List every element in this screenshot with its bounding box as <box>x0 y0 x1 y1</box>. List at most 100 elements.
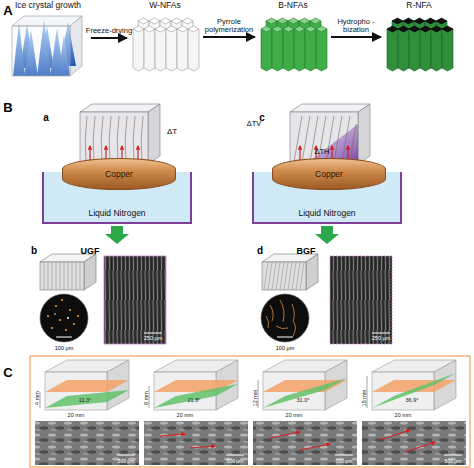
ice-crystal-box <box>12 16 82 76</box>
temperature-gradient: ΔT <box>167 128 177 136</box>
sem-micrograph <box>117 455 135 456</box>
sem-micrograph <box>444 455 462 456</box>
height-dimension: 8 mm <box>144 391 150 405</box>
temperature-gradient: ΔTH <box>314 148 329 156</box>
tilted-mold-model <box>367 360 456 410</box>
hydrophobic-aerogel-columns <box>420 26 431 71</box>
cross-section-micrograph <box>277 337 293 338</box>
tilted-mold-model <box>45 390 129 408</box>
freezing-mold <box>85 116 143 162</box>
width-dimension: 20 mm <box>68 413 85 419</box>
tilt-angle: 21.8° <box>188 398 201 404</box>
lamellar-cube <box>44 262 80 290</box>
hydrophobic-aerogel-columns <box>398 26 409 71</box>
scale-bar-label: 250 μm <box>372 336 390 342</box>
hydrophobic-aerogel-columns <box>431 26 442 71</box>
tilted-mold-model <box>258 360 347 410</box>
process-arrow <box>203 36 255 38</box>
sem-micrograph <box>362 421 466 465</box>
stage-illustration: Ice crystal growth <box>6 0 90 78</box>
longitudinal-micrograph <box>372 333 390 334</box>
sem-micrograph <box>335 455 353 456</box>
freezing-mold <box>80 112 148 164</box>
growth-mode: BGF <box>297 247 316 256</box>
lamellar-cube <box>40 262 84 290</box>
stage-illustration: W-NFAs <box>128 0 202 74</box>
height-dimension: 12 mm <box>253 390 259 407</box>
sem-micrograph <box>405 442 435 452</box>
height-dimension: 15 mm <box>362 390 368 407</box>
cross-section-micrograph <box>54 313 56 315</box>
liquid-nitrogen-bath: Liquid NitrogenCopper <box>42 172 192 224</box>
tilt-angle: 31.0° <box>297 398 310 404</box>
tilted-mold-model <box>149 360 238 410</box>
cross-section-micrograph <box>69 309 71 311</box>
green-aerogel-columns <box>316 26 327 71</box>
green-aerogel-columns <box>272 26 283 71</box>
freezing-mold <box>299 146 300 160</box>
edge-label: Freeze-drying <box>86 27 132 35</box>
scale-bar-label: 100 μm <box>276 346 294 352</box>
longitudinal-micrograph <box>104 256 166 344</box>
panel-frame <box>30 356 470 467</box>
green-aerogel-columns <box>283 26 294 71</box>
freezing-mold <box>89 146 90 160</box>
sem-micrograph <box>160 434 185 436</box>
white-aerogel-columns <box>144 26 155 71</box>
cross-section-micrograph <box>67 317 69 319</box>
green-aerogel-columns <box>305 26 316 71</box>
process-arrow <box>91 37 127 39</box>
copper-label: Copper <box>273 170 385 179</box>
panel-letter: A <box>3 4 12 17</box>
bath-label: Liquid Nitrogen <box>254 209 400 218</box>
lamellar-cube <box>84 254 96 290</box>
tilted-mold-model <box>263 378 347 408</box>
tilt-angle: 36.9° <box>406 398 419 404</box>
longitudinal-micrograph <box>330 256 392 344</box>
sem-micrograph <box>35 421 466 465</box>
copper-label: Copper <box>63 170 175 179</box>
cross-section-micrograph <box>65 329 67 331</box>
panel-letter: C <box>3 366 12 379</box>
cross-section-micrograph <box>59 319 61 321</box>
scale-bar-label: 500 μm <box>336 459 353 464</box>
cross-section-micrograph <box>47 315 49 317</box>
longitudinal-micrograph <box>330 256 392 344</box>
hydrophobic-aerogel-columns <box>442 26 453 71</box>
edge-label: Pyrrole polymerization <box>198 18 260 35</box>
process-arrow <box>105 226 339 244</box>
panel-frame <box>30 356 470 467</box>
panel-letter: B <box>3 101 12 114</box>
longitudinal-micrograph <box>104 256 166 344</box>
freezing-mold <box>80 104 160 164</box>
cross-section-micrograph <box>261 294 309 342</box>
sem-micrograph <box>270 432 300 438</box>
tilted-mold-model <box>372 373 456 408</box>
scale-bar-label: 500 μm <box>118 459 135 464</box>
tilted-mold-model <box>40 360 129 410</box>
scale-bar-label: 250 μm <box>144 336 162 342</box>
lamellar-cube <box>40 254 96 290</box>
cross-section-micrograph <box>73 323 75 325</box>
white-aerogel-columns <box>188 26 199 71</box>
hydrophobic-aerogel-columns <box>387 26 398 71</box>
tilted-mold-model <box>154 384 238 408</box>
stage-heading: B-NFAs <box>256 1 330 10</box>
green-aerogel-columns <box>261 26 272 71</box>
cross-section-micrograph <box>55 305 57 307</box>
lamellar-cube <box>306 254 318 290</box>
freezing-mold <box>290 104 370 164</box>
process-arrow <box>331 36 381 38</box>
stage-heading: Ice crystal growth <box>6 1 90 10</box>
sem-micrograph <box>144 421 248 465</box>
sem-micrograph <box>253 421 357 465</box>
process-arrow <box>315 226 339 244</box>
cross-section-micrograph <box>40 294 88 342</box>
stage-heading: W-NFAs <box>128 1 202 10</box>
copper-block: Copper <box>272 158 386 190</box>
subpanel-letter: d <box>257 246 263 256</box>
cross-section-micrograph <box>77 315 79 317</box>
stage-heading: R-NFA <box>382 1 456 10</box>
cross-section-micrograph <box>266 300 295 336</box>
growth-mode: UGF <box>81 247 100 256</box>
